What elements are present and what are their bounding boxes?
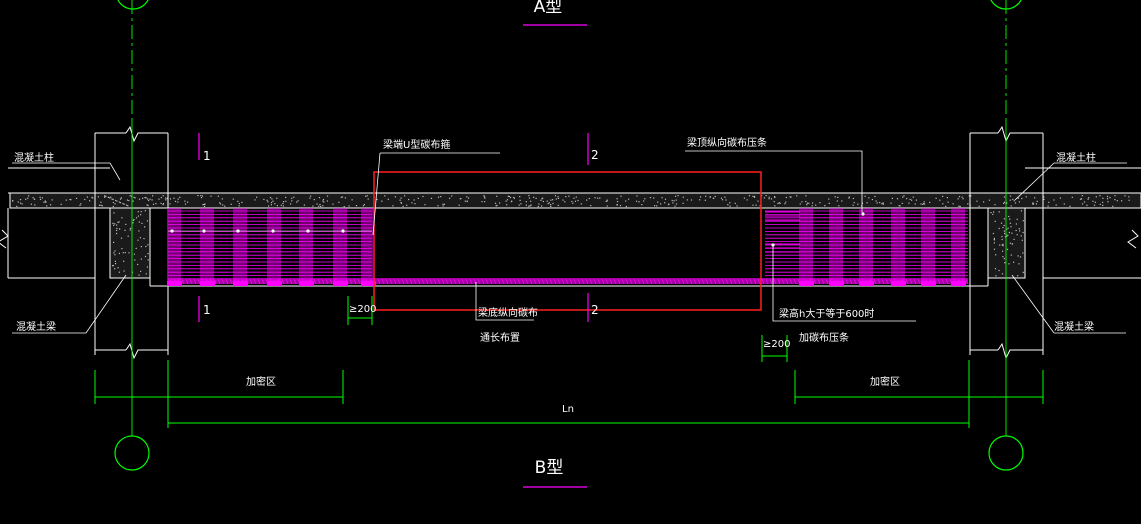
- label-column-right: 混凝土柱: [1056, 151, 1096, 164]
- cfrp-bottom-strip: [168, 278, 969, 285]
- axis-bubbles-bottom: [114, 435, 1024, 471]
- concrete-beam-right: [987, 207, 1026, 279]
- dimension-min-left: [347, 296, 373, 325]
- concrete-beam-left: [109, 207, 151, 279]
- section-2-bottom-label: 2: [591, 303, 599, 317]
- axis-lines: [131, 0, 1007, 436]
- concrete-slab: [9, 192, 1141, 209]
- concrete-column-right: [0, 125, 1141, 360]
- highlight-box: [373, 171, 762, 311]
- axis-bubble-bottom-right: [988, 435, 1024, 471]
- leader-lines: [12, 150, 1127, 334]
- axis-bubble-top-left: [117, 0, 149, 10]
- dimension-min-right: [761, 335, 788, 362]
- dimension-span-text: Ln: [562, 404, 574, 415]
- section-1-top-label: 1: [203, 149, 211, 163]
- label-column-left: 混凝土柱: [14, 151, 54, 164]
- axis-bubbles-top: [117, 0, 1022, 10]
- dimension-min-left-text: ≥200: [349, 304, 376, 315]
- concrete-column-left: [7, 125, 169, 360]
- label-height-condition: 梁高h大于等于600时: [779, 307, 874, 320]
- cfrp-u-wrap-zone-right: [765, 208, 968, 286]
- label-top-longitudinal: 梁顶纵向碳布压条: [687, 136, 767, 149]
- axis-bubble-bottom-left: [114, 435, 150, 471]
- dimension-zone-left-text: 加密区: [246, 375, 276, 388]
- section-2-top-label: 2: [591, 148, 599, 162]
- dimension-zone-left: [94, 360, 344, 428]
- label-beam-left: 混凝土梁: [16, 320, 56, 333]
- title-b-type: B型: [535, 458, 564, 478]
- beam-outline: [149, 208, 989, 287]
- label-bottom-cloth: 梁底纵向碳布: [478, 306, 538, 319]
- cfrp-u-wrap-zone-left: [167, 208, 376, 286]
- label-full-length: 通长布置: [480, 332, 520, 344]
- section-1-bottom-label: 1: [203, 303, 211, 317]
- label-add-strip: 加碳布压条: [799, 331, 849, 344]
- dimension-zone-right: [794, 360, 1044, 428]
- label-beam-right: 混凝土梁: [1054, 320, 1094, 333]
- label-u-wrap: 梁端U型碳布箍: [383, 138, 450, 151]
- dimension-min-right-text: ≥200: [763, 339, 790, 350]
- dimension-zone-right-text: 加密区: [870, 375, 900, 388]
- title-a-type: A型: [534, 0, 563, 17]
